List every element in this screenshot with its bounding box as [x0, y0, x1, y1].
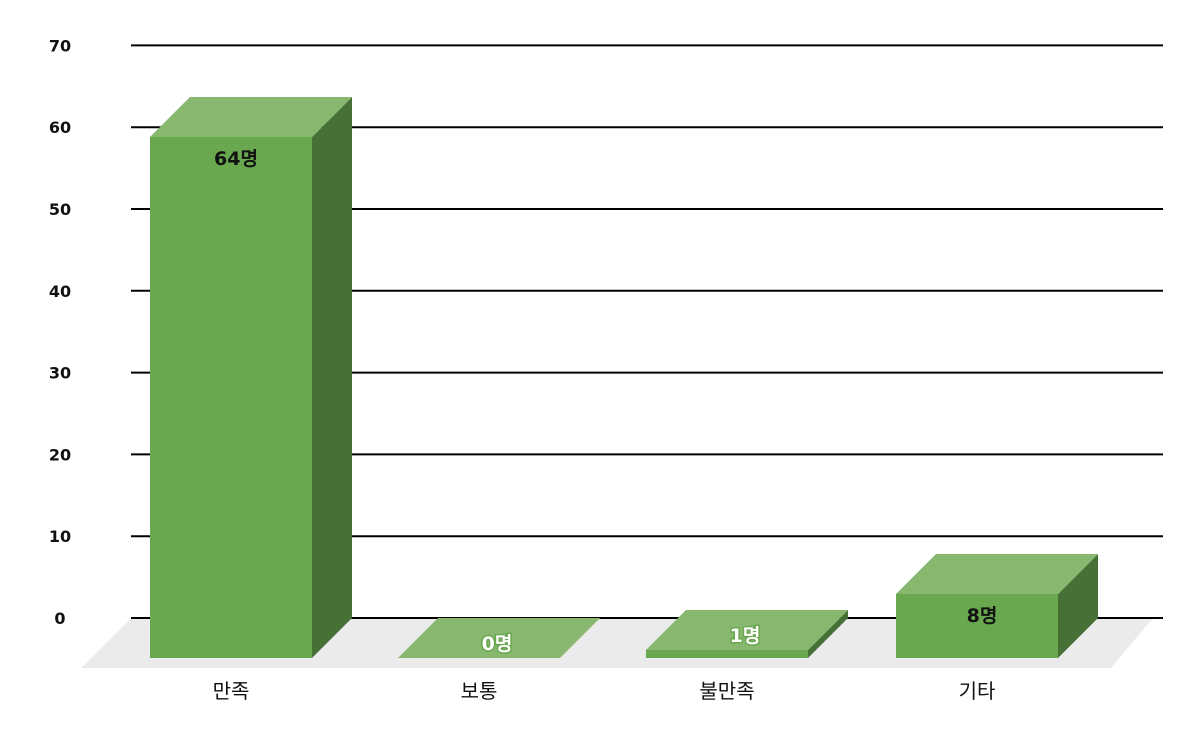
- data-label: 0명: [482, 633, 513, 655]
- y-tick-label: 30: [49, 364, 71, 383]
- x-tick-label: 보통: [461, 679, 498, 703]
- data-label: 64명: [214, 148, 258, 170]
- bar-front: [150, 137, 312, 658]
- y-tick-label: 50: [49, 200, 71, 219]
- y-tick-label: 70: [49, 36, 71, 55]
- y-tick-label: 60: [49, 118, 71, 137]
- y-tick-label: 40: [49, 282, 71, 301]
- x-tick-label: 만족: [213, 679, 250, 703]
- y-tick-label: 20: [49, 445, 71, 464]
- bar-front: [896, 594, 1058, 658]
- bar-top: [896, 554, 1098, 594]
- y-tick-label: 0: [54, 609, 65, 628]
- x-tick-label: 기타: [959, 679, 996, 703]
- bar-top: [398, 618, 600, 658]
- data-label: 1명: [730, 625, 761, 647]
- x-tick-label: 불만족: [699, 679, 754, 703]
- bar-front: [646, 650, 808, 658]
- bar-side: [312, 97, 352, 658]
- bar-side: [1058, 554, 1098, 658]
- bar-side: [808, 610, 848, 658]
- bar-top: [646, 610, 848, 650]
- data-label: 8명: [967, 605, 998, 627]
- bar-top: [150, 97, 352, 137]
- chart-floor: [81, 618, 1153, 668]
- y-tick-label: 10: [49, 527, 71, 546]
